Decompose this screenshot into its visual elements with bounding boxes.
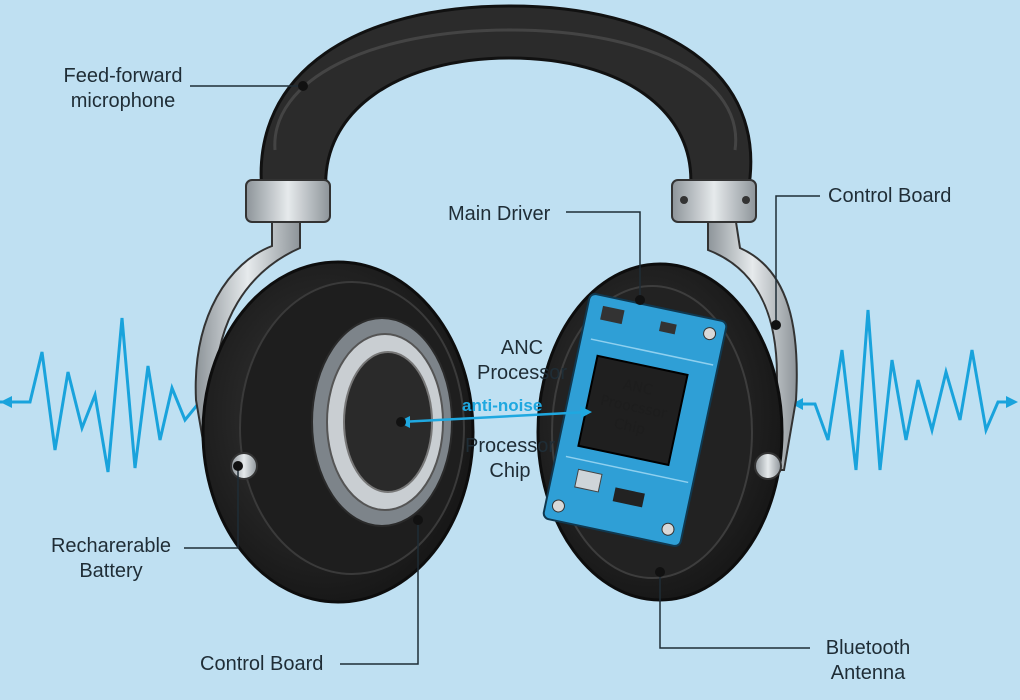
sound-wave-right <box>795 309 1010 471</box>
label-feed-forward-microphone: Feed-forward microphone <box>63 65 183 112</box>
leader-main-driver <box>566 211 641 300</box>
wave-arrow-left <box>0 396 12 408</box>
label-control-board-bottom: Control Board <box>200 653 324 675</box>
right-pivot-knob <box>754 452 782 480</box>
leader-control-board-right <box>775 195 820 325</box>
pcb-board: ANC Proocssor Chip <box>542 293 728 547</box>
wave-arrow-right-in <box>792 398 803 410</box>
leader-control-board-bottom <box>340 520 419 665</box>
label-control-board-right: Control Board <box>828 185 952 207</box>
leader-bluetooth <box>659 572 810 649</box>
chip-line-3: Chip <box>612 416 646 438</box>
sound-wave-left <box>0 317 212 473</box>
label-rechargeable-battery: Recharerable Battery <box>50 535 172 582</box>
label-anc-processor: ANC Processor <box>476 337 568 384</box>
label-bluetooth-antenna: Bluetooth Antenna <box>825 637 911 684</box>
slider-left <box>245 179 331 223</box>
leader-battery <box>184 466 239 549</box>
anti-noise-arrow <box>399 410 589 424</box>
label-processor-chip: Processor Chip <box>464 435 556 482</box>
headband <box>259 4 753 196</box>
label-main-driver: Main Driver <box>448 203 551 225</box>
chip-line-1: ANC <box>621 377 654 399</box>
label-anti-noise: anti-noise <box>462 396 543 415</box>
wave-arrow-right <box>1006 396 1018 408</box>
